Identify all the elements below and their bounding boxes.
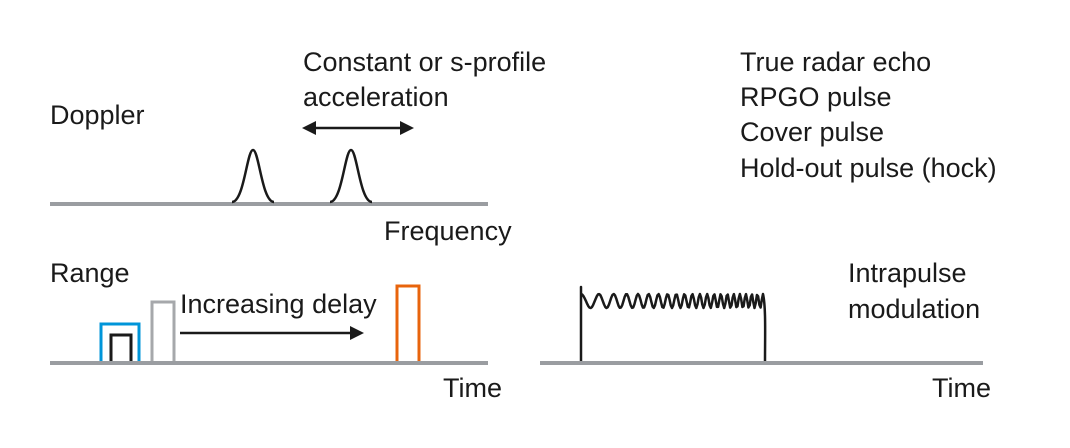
doppler-annotation-line2: acceleration <box>303 82 449 112</box>
cover-pulse <box>99 322 141 361</box>
true-echo-pulse <box>109 333 133 361</box>
intrapulse-title-line1: Intrapulse <box>848 258 967 288</box>
increasing-delay-arrow <box>180 326 364 340</box>
frequency-axis-label: Frequency <box>384 216 512 246</box>
intrapulse-title-line2: modulation <box>848 294 980 324</box>
doppler-title: Doppler <box>50 100 145 130</box>
legend: True radar echo RPGO pulse Cover pulse H… <box>740 47 997 183</box>
legend-item-hold-out: Hold-out pulse (hock) <box>740 153 997 183</box>
range-time-axis-label: Time <box>443 373 502 403</box>
doppler-double-arrow <box>302 121 414 135</box>
legend-item-cover: Cover pulse <box>740 117 884 147</box>
doppler-echo-peak-2 <box>329 148 373 204</box>
rpgo-pulse <box>150 300 176 361</box>
doppler-echo-peak-1 <box>231 148 275 204</box>
hold-out-pulse <box>395 284 421 361</box>
legend-item-true-echo: True radar echo <box>740 47 931 77</box>
increasing-delay-label: Increasing delay <box>180 289 377 319</box>
range-title: Range <box>50 258 130 288</box>
doppler-annotation-line1: Constant or s-profile <box>303 47 546 77</box>
intrapulse-modulated-pulse <box>579 285 767 362</box>
legend-item-rpgo: RPGO pulse <box>740 82 892 112</box>
intrapulse-time-axis-label: Time <box>932 373 991 403</box>
